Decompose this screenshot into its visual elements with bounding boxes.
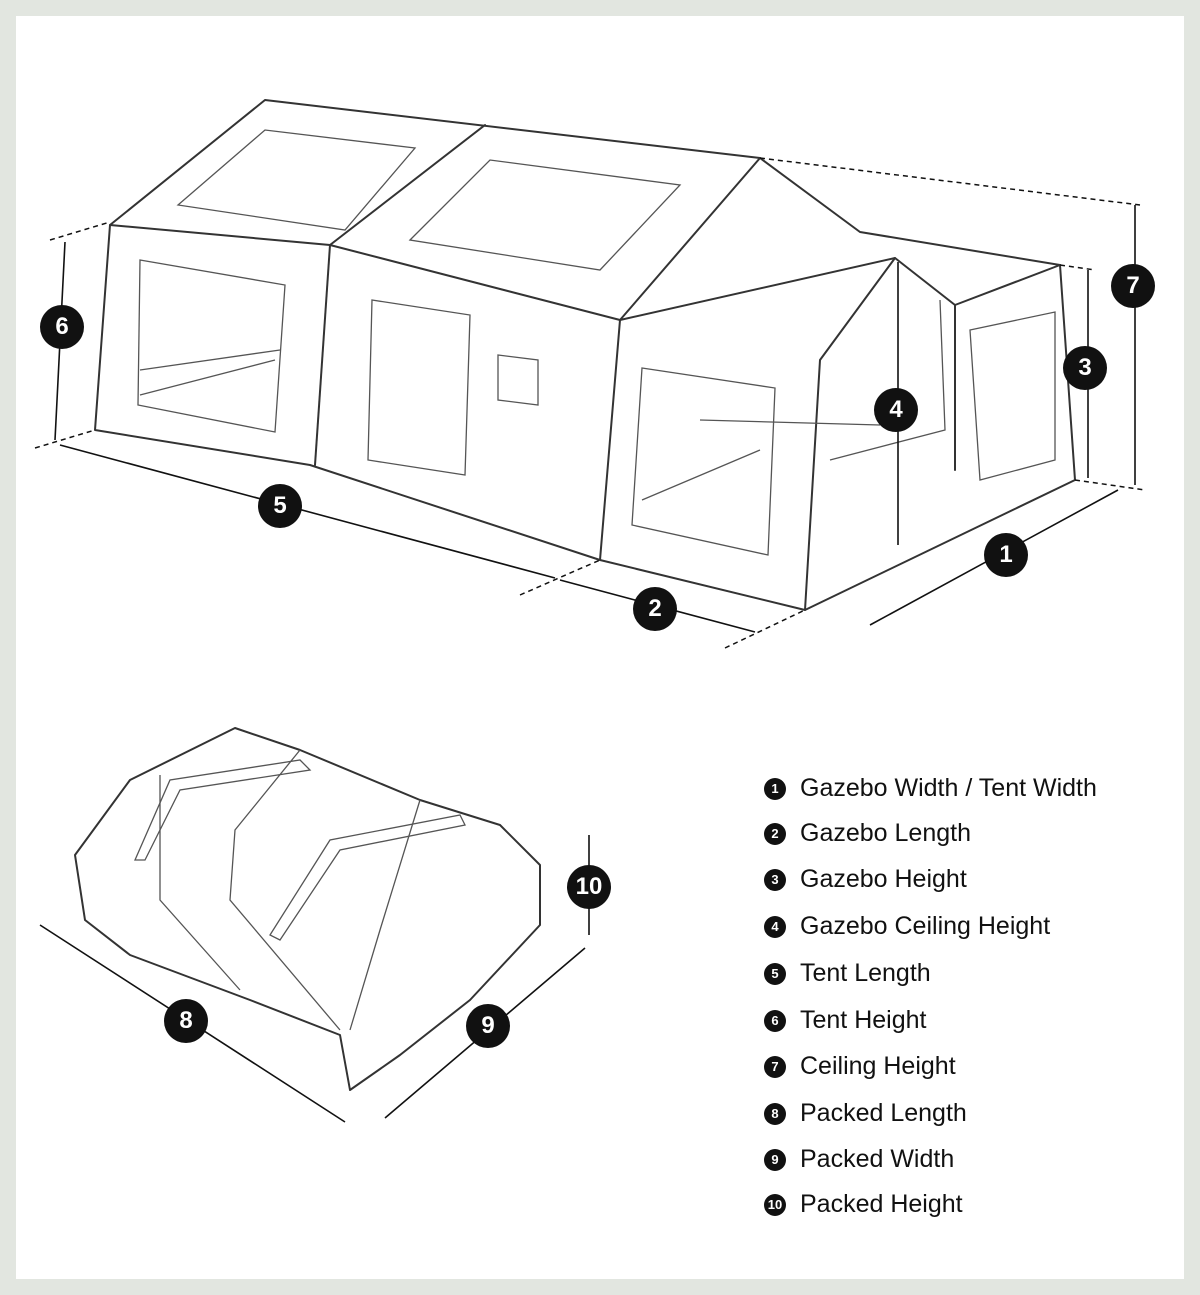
dimension-badge-1: 1 — [984, 533, 1028, 577]
legend-item: 2 Gazebo Length — [764, 819, 971, 848]
legend-item: 7 Ceiling Height — [764, 1052, 956, 1081]
dimension-badge-6: 6 — [40, 305, 84, 349]
dimension-badge-7: 7 — [1111, 264, 1155, 308]
legend-label: Gazebo Ceiling Height — [800, 912, 1051, 940]
dimension-badge-3: 3 — [1063, 346, 1107, 390]
legend-number: 8 — [764, 1102, 786, 1125]
legend-item: 6 Tent Height — [764, 1006, 926, 1035]
legend-label: Packed Width — [800, 1145, 955, 1173]
legend-item: 10 Packed Height — [764, 1190, 963, 1219]
diagram-canvas — [16, 16, 1184, 1279]
legend-label: Gazebo Height — [800, 865, 967, 893]
dimension-lines — [34, 157, 1146, 1123]
legend-number: 6 — [764, 1009, 786, 1032]
packed-bag-drawing — [74, 727, 541, 1091]
legend-number: 1 — [764, 777, 786, 800]
dimension-badge-4: 4 — [874, 388, 918, 432]
dimension-badge-9: 9 — [466, 1004, 510, 1048]
legend-number: 10 — [764, 1193, 786, 1216]
dimension-badge-8: 8 — [164, 999, 208, 1043]
legend-item: 8 Packed Length — [764, 1099, 967, 1128]
legend-number: 5 — [764, 962, 786, 985]
legend-label: Ceiling Height — [800, 1052, 956, 1080]
legend-label: Packed Height — [800, 1190, 963, 1218]
legend-item: 9 Packed Width — [764, 1145, 954, 1174]
dimension-badge-2: 2 — [633, 587, 677, 631]
legend-label: Packed Length — [800, 1099, 967, 1127]
legend-label: Gazebo Width / Tent Width — [800, 774, 1097, 802]
legend-item: 5 Tent Length — [764, 959, 931, 988]
legend-item: 3 Gazebo Height — [764, 865, 967, 894]
legend-number: 7 — [764, 1055, 786, 1078]
legend-item: 4 Gazebo Ceiling Height — [764, 912, 1050, 941]
legend-number: 9 — [764, 1148, 786, 1171]
legend-label: Gazebo Length — [800, 819, 971, 847]
inflatable-tent-drawing — [94, 99, 1076, 611]
legend-number: 4 — [764, 915, 786, 938]
legend-item: 1 Gazebo Width / Tent Width — [764, 774, 1097, 803]
dimension-badge-5: 5 — [258, 484, 302, 528]
legend-label: Tent Height — [800, 1006, 927, 1034]
legend-label: Tent Length — [800, 959, 931, 987]
legend-number: 3 — [764, 868, 786, 891]
legend-number: 2 — [764, 822, 786, 845]
dimension-badge-10: 10 — [567, 865, 611, 909]
